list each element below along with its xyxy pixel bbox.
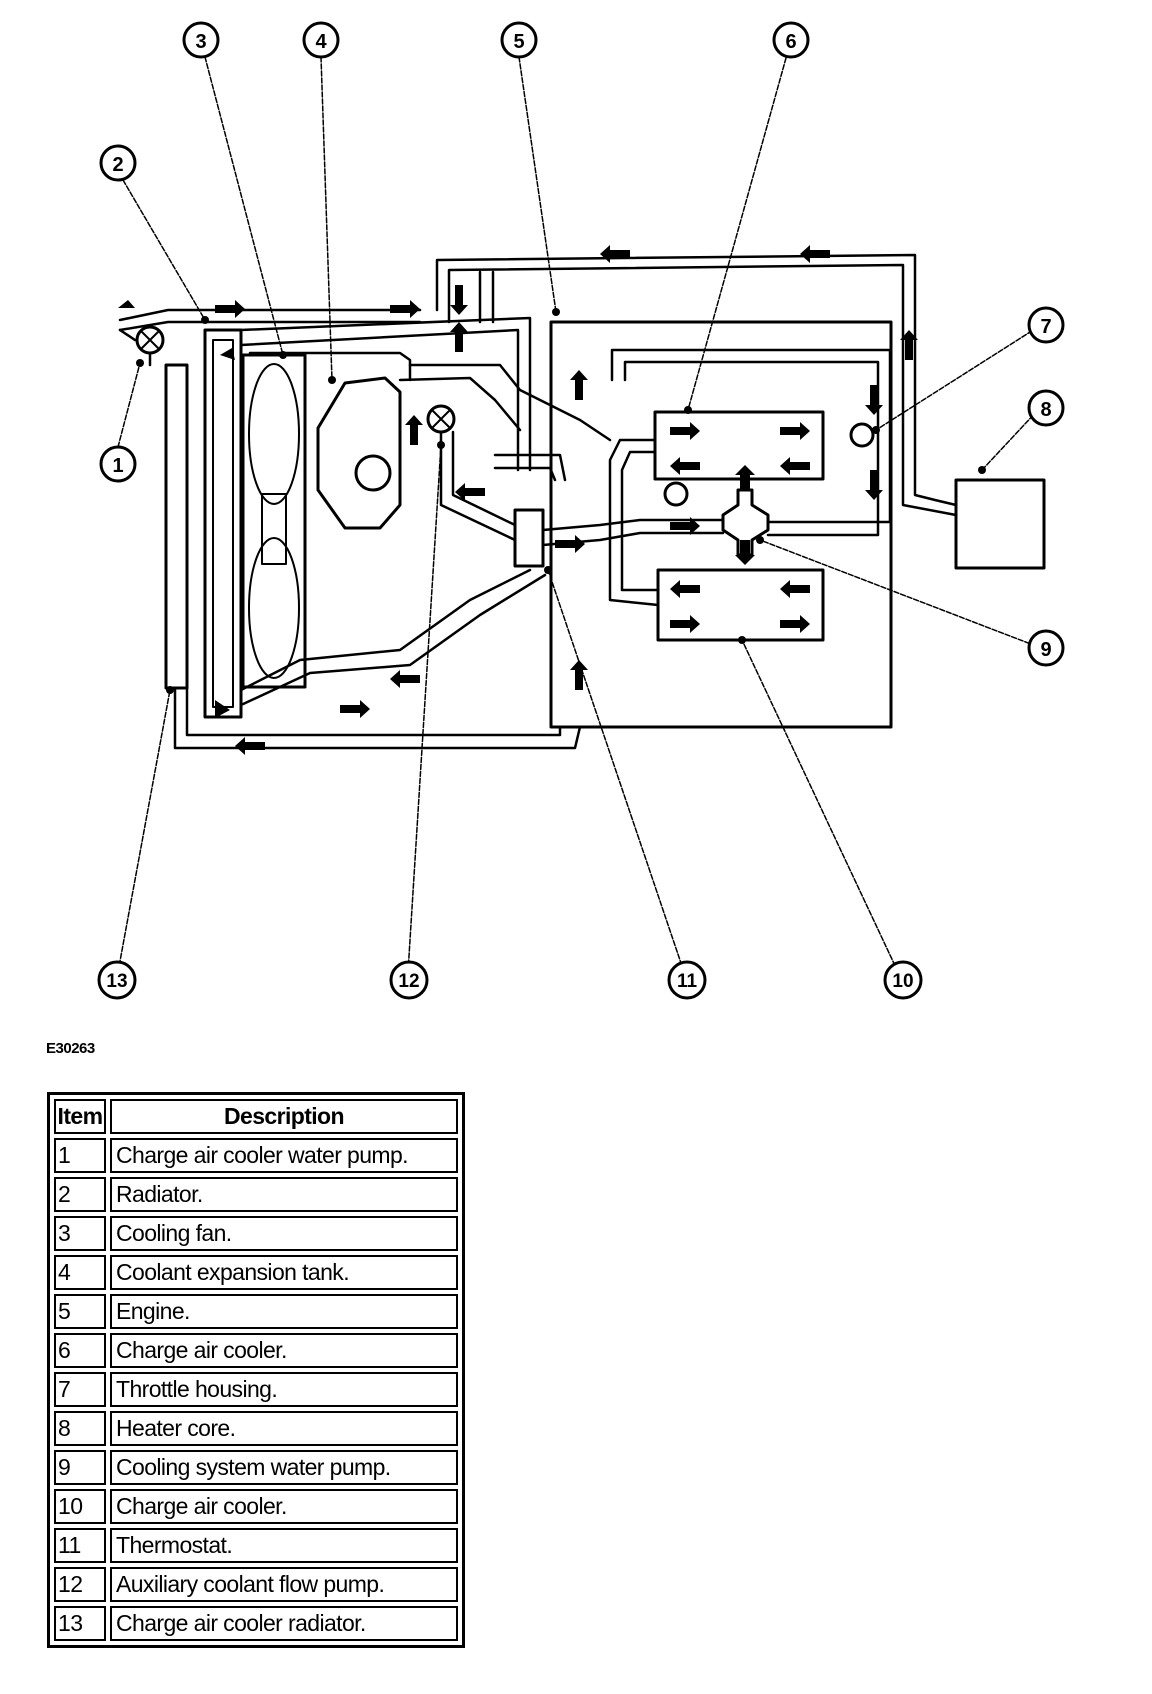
charge-air-cooler-upper (653, 410, 825, 481)
radiator (203, 328, 243, 719)
callout-label: 1 (112, 455, 123, 477)
legend-item-description: Auxiliary coolant flow pump. (110, 1567, 458, 1602)
thermostat (513, 508, 545, 568)
cooling-system-diagram: 1 2 3 4 5 6 7 8 9 10 11 12 13 (97, 21, 1065, 1000)
callout-label: 4 (315, 31, 327, 53)
legend-item-description: Cooling fan. (110, 1216, 458, 1251)
callout-2: 2 (99, 144, 137, 182)
callout-label: 2 (112, 154, 123, 176)
callout-3: 3 (182, 21, 220, 59)
legend-item-description: Charge air cooler. (110, 1333, 458, 1368)
legend-item-description: Heater core. (110, 1411, 458, 1446)
legend-item-description: Engine. (110, 1294, 458, 1329)
callout-6: 6 (772, 21, 810, 59)
coolant-pipes (118, 253, 958, 750)
callout-12: 12 (389, 960, 429, 1000)
callout-11: 11 (667, 960, 707, 1000)
legend-item-description: Thermostat. (110, 1528, 458, 1563)
callout-label: 9 (1040, 639, 1051, 661)
legend-item-number: 4 (54, 1255, 106, 1290)
flow-arrows (118, 245, 918, 755)
callout-label: 12 (398, 971, 419, 992)
legend-item-number: 2 (54, 1177, 106, 1212)
callout-label: 10 (892, 971, 913, 992)
callout-label: 11 (677, 971, 698, 992)
engine-block (549, 320, 893, 729)
legend-header-description: Description (110, 1099, 458, 1134)
legend-item-description: Coolant expansion tank. (110, 1255, 458, 1290)
callout-5: 5 (500, 21, 538, 59)
legend-item-number: 9 (54, 1450, 106, 1485)
coolant-expansion-tank (316, 376, 402, 530)
callout-1: 1 (99, 445, 137, 483)
legend-item-number: 13 (54, 1606, 106, 1641)
callout-13: 13 (97, 960, 137, 1000)
callout-4: 4 (302, 21, 340, 59)
callout-7: 7 (1027, 306, 1065, 344)
charge-air-cooler-radiator (164, 363, 189, 690)
legend-item-number: 8 (54, 1411, 106, 1446)
legend-item-number: 11 (54, 1528, 106, 1563)
figure-id: E30263 (46, 1040, 95, 1057)
legend-item-description: Charge air cooler radiator. (110, 1606, 458, 1641)
callout-label: 7 (1040, 316, 1051, 338)
legend-item-description: Charge air cooler water pump. (110, 1138, 458, 1173)
legend-header-row: Item Description (54, 1099, 458, 1134)
callout-9: 9 (1027, 629, 1065, 667)
legend-item-number: 1 (54, 1138, 106, 1173)
throttle-housing (849, 422, 875, 448)
callout-8: 8 (1027, 389, 1065, 427)
callout-label: 13 (106, 971, 127, 992)
callout-label: 3 (195, 31, 206, 53)
legend-item-number: 6 (54, 1333, 106, 1368)
callout-label: 8 (1040, 399, 1051, 421)
legend-item-number: 3 (54, 1216, 106, 1251)
legend-item-description: Cooling system water pump. (110, 1450, 458, 1485)
legend-item-description: Radiator. (110, 1177, 458, 1212)
legend-item-number: 10 (54, 1489, 106, 1524)
callout-label: 6 (785, 31, 796, 53)
legend-item-description: Charge air cooler. (110, 1489, 458, 1524)
charge-air-cooler-lower (656, 568, 825, 642)
legend-item-number: 12 (54, 1567, 106, 1602)
callout-label: 5 (513, 31, 524, 53)
callout-10: 10 (883, 960, 923, 1000)
legend-item-number: 7 (54, 1372, 106, 1407)
legend-item-description: Throttle housing. (110, 1372, 458, 1407)
cooling-system-water-pump (721, 488, 770, 557)
legend-item-number: 5 (54, 1294, 106, 1329)
heater-core (954, 478, 1046, 570)
leader-lines (117, 56, 1039, 973)
cooling-fan (241, 353, 307, 689)
legend-header-item: Item (54, 1099, 106, 1134)
